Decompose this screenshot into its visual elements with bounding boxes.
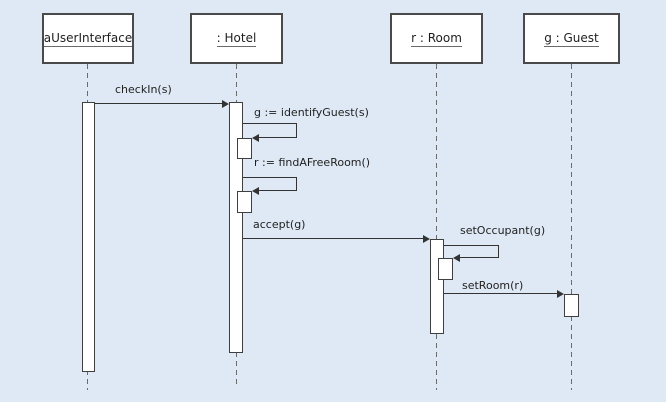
- activation-hotel: [229, 102, 243, 353]
- arrowhead-left-icon: [453, 254, 460, 262]
- arrowhead-right-icon: [423, 235, 430, 243]
- message-accept-line: [243, 238, 423, 239]
- participant-label-room: r : Room: [411, 30, 462, 47]
- participant-box-room: r : Room: [390, 13, 483, 64]
- participant-box-hotel: : Hotel: [190, 13, 283, 64]
- arrowhead-right-icon: [222, 100, 229, 108]
- participant-label-guest: g : Guest: [544, 30, 599, 47]
- message-checkin-line: [95, 103, 222, 104]
- message-setroom-line: [444, 293, 557, 294]
- message-setoccupant-loop-side: [498, 245, 499, 258]
- message-identifyguest-loop-top: [243, 123, 296, 124]
- message-checkin-label: checkIn(s): [115, 83, 172, 96]
- message-findafreeroom-loop-side: [296, 177, 297, 191]
- lifeline-room: [436, 64, 437, 390]
- participant-label-auserinterface: aUserInterface: [43, 30, 133, 47]
- message-setoccupant-label: setOccupant(g): [460, 224, 546, 237]
- activation-auserinterface: [82, 102, 95, 372]
- message-findafreeroom-loop-top: [243, 177, 296, 178]
- activation-hotel-identifyguest: [237, 138, 252, 159]
- message-identifyguest-label: g := identifyGuest(s): [254, 106, 369, 119]
- activation-hotel-findafreeroom: [237, 191, 252, 213]
- message-accept-label: accept(g): [253, 218, 306, 231]
- message-setoccupant-loop-top: [444, 245, 498, 246]
- participant-box-auserinterface: aUserInterface: [42, 13, 134, 64]
- message-setoccupant-loop-bottom: [460, 257, 498, 258]
- lifeline-guest: [571, 64, 572, 390]
- arrowhead-left-icon: [252, 187, 259, 195]
- message-findafreeroom-label: r := findAFreeRoom(): [254, 156, 371, 169]
- participant-box-guest: g : Guest: [523, 13, 620, 64]
- message-setroom-label: setRoom(r): [462, 279, 524, 292]
- message-findafreeroom-loop-bottom: [259, 190, 296, 191]
- arrowhead-left-icon: [252, 134, 259, 142]
- arrowhead-right-icon: [557, 290, 564, 298]
- message-identifyguest-loop-side: [296, 123, 297, 138]
- activation-room-setoccupant: [438, 258, 453, 280]
- message-identifyguest-loop-bottom: [259, 137, 296, 138]
- participant-label-hotel: : Hotel: [216, 30, 257, 47]
- activation-room: [430, 239, 444, 334]
- activation-guest: [564, 294, 579, 317]
